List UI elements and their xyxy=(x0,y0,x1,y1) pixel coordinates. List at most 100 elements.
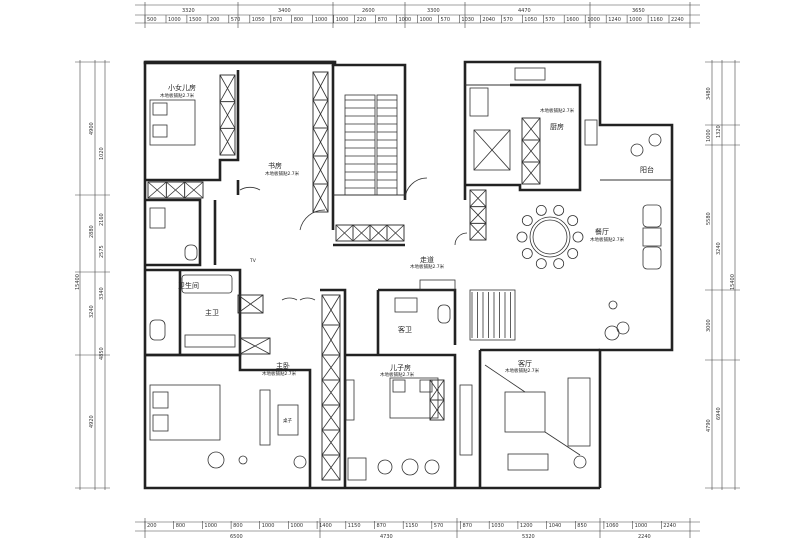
dim-right-4: 3000 xyxy=(706,319,712,332)
chair-icon xyxy=(424,459,440,475)
bed-master xyxy=(149,384,221,441)
dim-inner-label: 570 xyxy=(503,17,513,23)
dim-inner-label: 2240 xyxy=(671,17,684,23)
master-room-furniture xyxy=(207,389,307,469)
wardrobe-cabinet xyxy=(469,189,487,241)
dim-top-5: 4470 xyxy=(518,8,531,14)
coffee-table xyxy=(504,391,546,433)
staircase xyxy=(344,94,516,341)
bed-child xyxy=(149,99,196,146)
dim-inner-label: 2240 xyxy=(663,523,676,529)
plant-icon xyxy=(616,321,630,335)
wardrobe-cabinet xyxy=(237,294,264,314)
wardrobe-cabinet xyxy=(147,181,204,199)
dim-top-3: 2600 xyxy=(362,8,375,14)
room-living: 客厅 xyxy=(518,359,532,368)
label-table: 桌子 xyxy=(283,417,292,424)
tv-cabinet xyxy=(259,389,271,446)
dim-inner-label: 2040 xyxy=(482,17,495,23)
wardrobe-cabinet xyxy=(321,354,341,481)
door-arc xyxy=(454,232,468,246)
note-child: 木地板铺贴2.7米 xyxy=(160,92,195,99)
shower xyxy=(419,279,456,291)
dim-inner-label: 570 xyxy=(434,523,444,529)
plant-icon xyxy=(648,133,662,147)
label-tv: TV xyxy=(249,258,257,264)
side-table xyxy=(238,455,248,465)
dim-left-2: 2880 xyxy=(89,225,95,238)
dining-chair xyxy=(553,204,565,216)
dim-inner-label: 1000 xyxy=(635,523,648,529)
dim-inner-label: 1240 xyxy=(608,17,621,23)
note-master: 木地板铺贴2.7米 xyxy=(262,370,297,377)
beds xyxy=(149,99,439,441)
room-son: 儿子房 xyxy=(390,363,411,372)
dim-right-inner-1: 1320 xyxy=(716,125,722,138)
left-dimensions: 4900 2880 3240 4920 15400 1020 2160 2575… xyxy=(75,60,110,490)
door-arc xyxy=(239,186,261,191)
dim-inner-label: 1030 xyxy=(461,17,474,23)
living-room-furniture xyxy=(459,364,591,471)
dining-table-edge xyxy=(529,216,571,258)
note-living: 木地板铺贴2.7米 xyxy=(505,367,540,374)
sofa xyxy=(567,377,591,447)
room-master: 主卧 xyxy=(276,361,290,370)
counter xyxy=(469,87,489,117)
dim-right-2: 1000 xyxy=(706,129,712,142)
wardrobe-cabinet xyxy=(429,379,445,421)
dim-bottom-3: 5320 xyxy=(522,534,535,540)
dim-left-4: 4920 xyxy=(89,415,95,428)
double-sink xyxy=(184,334,236,348)
plant-icon xyxy=(630,143,644,157)
room-balcony: 阳台 xyxy=(640,165,654,174)
room-kitchen: 厨房 xyxy=(550,122,564,131)
outer-walls xyxy=(143,60,674,490)
dining-set xyxy=(516,204,584,270)
dim-inner-label: 1000 xyxy=(204,523,217,529)
door-arc xyxy=(299,297,316,301)
stool-icon xyxy=(377,459,393,475)
dim-left-inner-4: 3340 xyxy=(99,287,105,300)
dining-chair xyxy=(535,204,547,216)
desk xyxy=(277,404,299,436)
dim-inner-label: 1000 xyxy=(290,523,303,529)
dim-left-inner-1: 1020 xyxy=(99,147,105,160)
dim-right-total: 15400 xyxy=(730,274,736,290)
dining-chair xyxy=(567,215,579,226)
toilet xyxy=(184,244,198,261)
pillow xyxy=(392,379,406,393)
dim-inner-label: 850 xyxy=(577,523,587,529)
lounge-table xyxy=(642,227,662,247)
note-dining: 木地板铺贴2.7米 xyxy=(590,236,625,243)
dim-right-1: 3480 xyxy=(706,87,712,100)
dim-left-1: 4900 xyxy=(89,122,95,135)
fridge xyxy=(473,129,511,171)
doors xyxy=(239,177,468,301)
dim-inner-label: 800 xyxy=(176,523,186,529)
dim-left-inner-3: 2575 xyxy=(99,245,105,258)
dim-inner-label: 1400 xyxy=(319,523,332,529)
room-child-bedroom: 小女儿房 xyxy=(168,83,196,92)
note-kitchen: 木地板铺贴2.7米 xyxy=(540,107,575,114)
dim-bottom-1: 6500 xyxy=(230,534,243,540)
dim-right-3: 5580 xyxy=(706,212,712,225)
sink xyxy=(394,297,418,313)
plant-icon xyxy=(604,325,620,341)
dim-left-inner-2: 2160 xyxy=(99,213,105,226)
dim-inner-label: 500 xyxy=(147,17,157,23)
tv-cabinet xyxy=(345,379,355,421)
room-bath1: 卫生间 xyxy=(178,281,199,290)
room-bath2: 主卫 xyxy=(205,308,219,317)
sink xyxy=(584,119,598,146)
room-labels: 小女儿房 书房 厨房 阳台 餐厅 走道 卫生间 主卫 主卧 儿子房 客卫 客厅 xyxy=(168,83,654,372)
dining-chair xyxy=(535,258,547,270)
dim-right-5: 4790 xyxy=(706,419,712,432)
dim-inner-label: 1500 xyxy=(189,17,202,23)
cabinets xyxy=(147,71,541,481)
dim-top-4: 3300 xyxy=(427,8,440,14)
dim-inner-label: 800 xyxy=(233,523,243,529)
room-dining: 餐厅 xyxy=(595,227,609,236)
